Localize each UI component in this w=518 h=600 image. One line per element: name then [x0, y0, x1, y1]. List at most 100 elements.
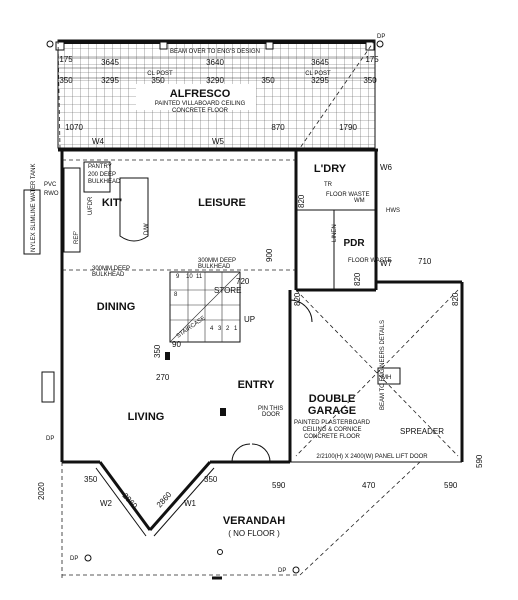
dim-1070: 1070	[65, 123, 83, 132]
dim-1790: 1790	[339, 123, 357, 132]
stair-step-2: 2	[226, 326, 230, 332]
dim-350c: 350	[261, 76, 275, 85]
window-w2: W2	[100, 499, 113, 508]
entry-label: ENTRY	[238, 379, 276, 391]
dim-720: 720	[236, 277, 250, 286]
window-w5: W5	[212, 137, 225, 146]
garage-label: DOUBLE	[309, 393, 355, 405]
beam-note: BEAM OVER TO ENG'S DESIGN	[170, 49, 260, 55]
window-w1: W1	[184, 499, 197, 508]
fridge-label: REF'	[74, 231, 80, 244]
dim-710: 710	[418, 257, 432, 266]
stair-step-10: 10	[186, 274, 193, 280]
dp-label-br: DP	[278, 568, 286, 574]
cl-post-1: CL POST	[147, 71, 173, 77]
dim-470: 470	[362, 481, 376, 490]
garage-note-3: CONCRETE FLOOR	[304, 434, 361, 440]
dim-3290: 3290	[206, 76, 224, 85]
dp-label-top: DP	[377, 34, 385, 40]
dim-590c: 590	[475, 454, 484, 468]
window-w4: W4	[92, 137, 105, 146]
dim-350f: 350	[84, 475, 98, 484]
stair-step-3: 3	[218, 326, 222, 332]
linen-label: LINEN	[332, 224, 338, 242]
downpipe-marker-br	[292, 566, 300, 574]
garage-door-label: 2/2100(H) X 2400(W) PANEL LIFT DOOR	[316, 454, 428, 460]
garage-note-2: CEILING & CORNICE	[302, 427, 361, 433]
water-tank	[23, 189, 41, 255]
hws-label: HWS	[386, 208, 400, 214]
dim-90: 90	[172, 340, 181, 349]
pdr-label: PDR	[343, 238, 365, 249]
spreader-label: SPREADER	[400, 427, 444, 436]
dp-label-left: DP	[46, 436, 54, 442]
downpipe-marker-tl	[46, 40, 54, 48]
stair-step-9: 9	[176, 274, 180, 280]
stair-step-8: 8	[174, 292, 178, 298]
main-walls	[57, 39, 464, 580]
under-bench-label: U/FDR	[88, 196, 94, 215]
bulkhead300-label-4: BULKHEAD	[92, 272, 125, 278]
dim-820b: 820	[297, 194, 306, 208]
trough-label: TR	[324, 182, 333, 188]
washing-machine-label: WM	[354, 198, 365, 204]
stair-step-1: 1	[234, 326, 238, 332]
staircase-label: STAIRCASE	[176, 315, 207, 339]
dim-590a: 590	[272, 481, 286, 490]
dim-3295b: 3295	[311, 76, 329, 85]
dim-350b: 350	[151, 76, 165, 85]
downpipe-marker-bl	[84, 554, 92, 562]
dim-3645b: 3645	[311, 58, 329, 67]
pantry-label: PANTRY	[88, 164, 112, 170]
dining-label: DINING	[97, 301, 136, 313]
dim-900: 900	[265, 248, 274, 262]
dim-350d: 350	[363, 76, 377, 85]
laundry-label: L'DRY	[314, 163, 347, 175]
tank-label: NYLEX SLIMLINE WATER TANK	[31, 164, 37, 252]
no-floor-label: ( NO FLOOR )	[228, 529, 280, 538]
garage-label-2: GARAGE	[308, 405, 356, 417]
bulkhead300-label: 300MM DEEP	[198, 258, 236, 264]
dim-270: 270	[156, 373, 170, 382]
dishwasher-label: D/W	[144, 223, 150, 235]
dim-2020: 2020	[37, 482, 46, 500]
beam-engineer-label: BEAM TO ENGINEERS DETAILS	[380, 320, 386, 410]
dim-175b: 175	[365, 55, 379, 64]
dim-350a: 350	[59, 76, 73, 85]
floor-waste-label-2: FLOOR WASTE	[348, 258, 391, 264]
bulkhead300-label-3: 300MM DEEP	[92, 266, 130, 272]
dim-3640: 3640	[206, 58, 224, 67]
window-w6: W6	[380, 163, 393, 172]
manhole-label: MH	[382, 375, 391, 381]
dim-3295: 3295	[101, 76, 119, 85]
garage-note-1: PAINTED PLASTERBOARD	[294, 420, 371, 426]
alfresco-note-1: PAINTED VILLABOARD CEILING	[155, 101, 246, 107]
dim-350g: 350	[204, 475, 218, 484]
leisure-label: LEISURE	[198, 197, 246, 209]
pvc-label: PVC	[44, 182, 57, 188]
dim-3645: 3645	[101, 58, 119, 67]
dim-820a: 820	[293, 292, 302, 306]
bulkhead-label-2: BULKHEAD	[88, 179, 121, 185]
alfresco-area	[55, 39, 376, 149]
alfresco-note-2: CONCRETE FLOOR	[172, 108, 229, 114]
rwo-label: RWO	[44, 191, 59, 197]
kitchen-label: KIT'	[102, 197, 123, 209]
floor-waste-label: FLOOR WASTE	[326, 192, 369, 198]
dim-2860a: 2860	[121, 491, 140, 511]
side-window	[41, 371, 55, 403]
dim-820d: 820	[451, 292, 460, 306]
store-label: STORE	[214, 286, 241, 295]
stair-step-11: 11	[196, 274, 203, 280]
living-label: LIVING	[128, 411, 165, 423]
downpipe-marker-tr	[376, 40, 384, 48]
dim-350e: 350	[153, 344, 162, 358]
cl-post-2: CL POST	[305, 71, 331, 77]
dim-820c: 820	[353, 272, 362, 286]
up-label: UP	[244, 315, 255, 324]
dim-590b: 590	[444, 481, 458, 490]
alfresco-label: ALFRESCO	[170, 88, 231, 100]
stair-step-4: 4	[210, 326, 214, 332]
pin-door-label-2: DOOR	[262, 412, 281, 418]
